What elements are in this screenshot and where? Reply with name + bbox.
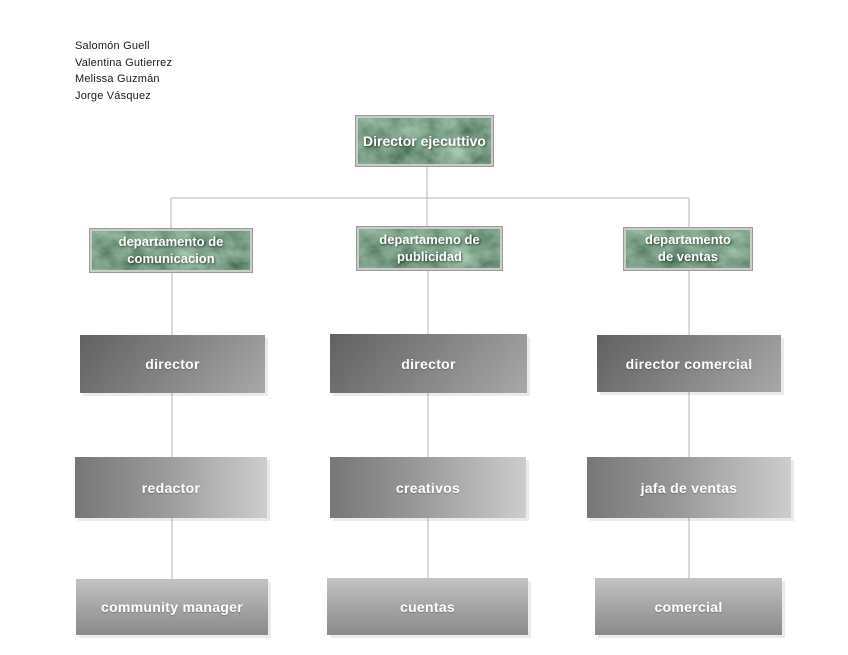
org-node-comercial: comercial (595, 578, 782, 635)
marble-texture (92, 231, 250, 270)
org-node-label: redactor (141, 479, 201, 496)
org-node-label: creativos (395, 479, 461, 496)
org-node-label: director (145, 356, 200, 372)
author-name: Jorge Vásquez (75, 89, 151, 102)
org-node-redactor: redactor (75, 457, 267, 518)
marble-texture (359, 229, 500, 268)
org-node-departamento-ventas: departamento de ventas (624, 228, 752, 270)
org-node-director-publicidad: director (330, 334, 527, 393)
author-name: Salomón Guell (75, 40, 150, 52)
org-node-label: cuentas (399, 598, 455, 615)
author-name: Melissa Guzmán (75, 73, 160, 85)
org-node-label: comercial (654, 598, 723, 615)
org-node-jafa-de-ventas: jafa de ventas (587, 457, 791, 518)
author-list: Salomón Guell Valentina Gutierrez Meliss… (75, 38, 172, 104)
org-node-departamento-publicidad: departameno de publicidad (357, 227, 502, 270)
org-node-label: director (401, 355, 456, 372)
org-node-director-comunicacion: director (80, 335, 265, 393)
org-node-label: community manager (100, 599, 244, 615)
org-node-label: jafa de ventas (640, 479, 738, 496)
org-node-label: departamento de comunicacion (118, 233, 224, 266)
org-node-director-ejecutivo: Director ejecuttivo (356, 116, 493, 166)
org-node-label: departamento de ventas (645, 232, 731, 264)
org-node-community-manager: community manager (76, 579, 268, 635)
org-node-label: Director ejecuttivo (363, 132, 486, 149)
org-node-label: director comercial (625, 355, 753, 372)
org-node-cuentas: cuentas (327, 578, 528, 635)
org-node-departamento-comunicacion: departamento de comunicacion (90, 229, 252, 272)
marble-texture (358, 118, 491, 164)
org-node-label: departameno de publicidad (379, 231, 480, 264)
marble-texture (626, 230, 750, 268)
author-name: Valentina Gutierrez (75, 56, 173, 69)
org-node-director-comercial: director comercial (597, 335, 781, 392)
org-node-creativos: creativos (330, 457, 526, 518)
